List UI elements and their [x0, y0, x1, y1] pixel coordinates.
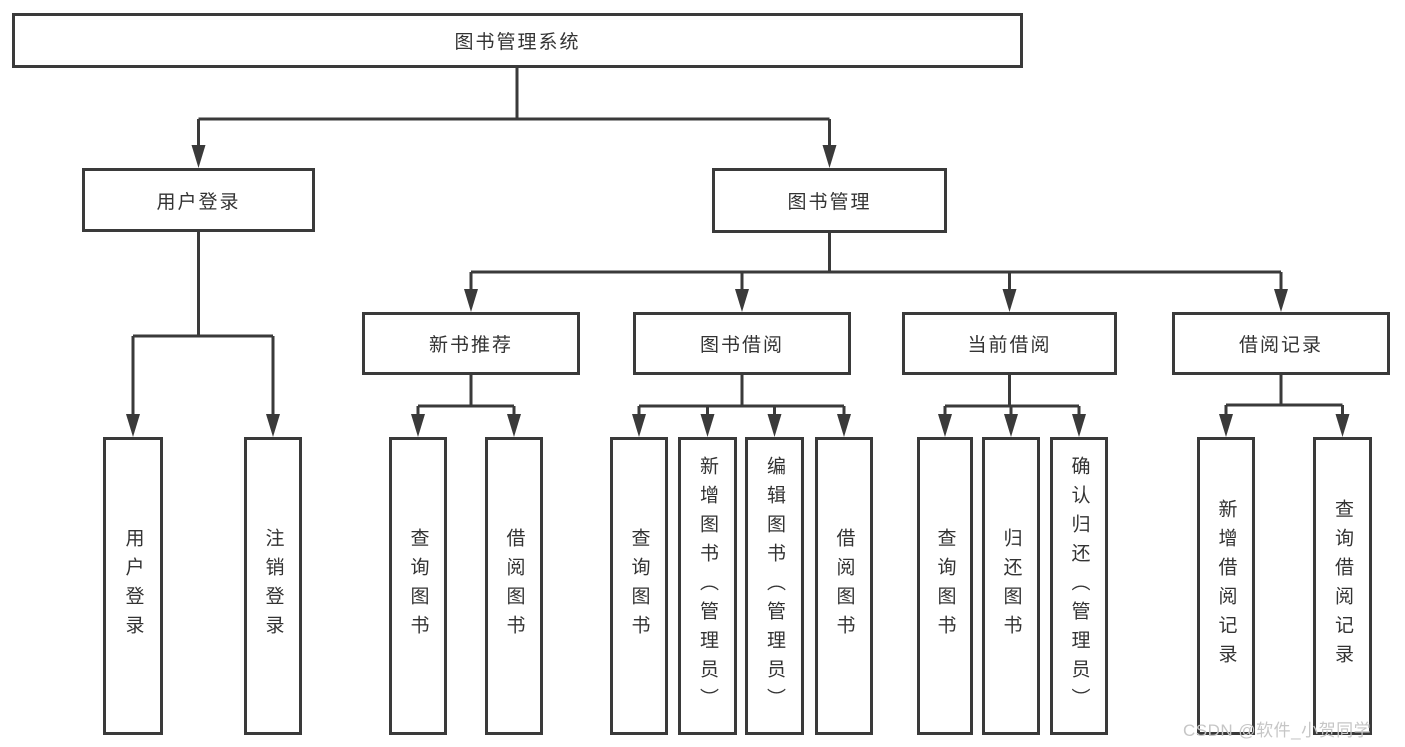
node-borrowing-query-books: 查询图书 — [610, 437, 668, 735]
node-edit-books-admin: 编辑图书（管理员） — [745, 437, 804, 735]
node-add-books-admin: 新增图书（管理员） — [678, 437, 737, 735]
arrow-down-icon — [464, 289, 478, 312]
arrow-down-icon — [507, 414, 521, 437]
arrow-down-icon — [822, 145, 837, 168]
node-library-management-system: 图书管理系统 — [12, 13, 1023, 68]
arrow-down-icon — [191, 145, 206, 168]
node-book-management: 图书管理 — [712, 168, 947, 233]
node-query-borrow-record: 查询借阅记录 — [1313, 437, 1372, 735]
node-borrow-books-leaf: 借阅图书 — [815, 437, 873, 735]
arrow-down-icon — [1002, 289, 1017, 312]
node-borrowing-records: 借阅记录 — [1172, 312, 1390, 375]
arrow-down-icon — [1274, 289, 1288, 312]
node-recommend-borrow-books: 借阅图书 — [485, 437, 543, 735]
node-add-borrow-record: 新增借阅记录 — [1197, 437, 1255, 735]
node-logout: 注销登录 — [244, 437, 302, 735]
arrow-down-icon — [411, 414, 425, 437]
node-user-login: 用户登录 — [82, 168, 315, 232]
node-current-query-books: 查询图书 — [917, 437, 973, 735]
arrow-down-icon — [767, 414, 782, 437]
csdn-watermark: CSDN @软件_小贺同学 — [1183, 721, 1372, 740]
node-new-book-recommend: 新书推荐 — [362, 312, 580, 375]
arrow-down-icon — [1335, 414, 1350, 437]
node-recommend-query-books: 查询图书 — [389, 437, 447, 735]
arrow-down-icon — [700, 414, 715, 437]
node-user-login-leaf: 用户登录 — [103, 437, 163, 735]
arrow-down-icon — [735, 289, 749, 312]
arrow-down-icon — [266, 414, 280, 437]
arrow-down-icon — [126, 414, 140, 437]
arrow-down-icon — [938, 414, 952, 437]
node-return-books: 归还图书 — [982, 437, 1040, 735]
arrow-down-icon — [632, 414, 646, 437]
node-current-borrowing: 当前借阅 — [902, 312, 1117, 375]
node-book-borrowing: 图书借阅 — [633, 312, 851, 375]
node-confirm-return-admin: 确认归还（管理员） — [1050, 437, 1108, 735]
arrow-down-icon — [1219, 414, 1233, 437]
arrow-down-icon — [1004, 414, 1018, 437]
arrow-down-icon — [1072, 414, 1086, 437]
arrow-down-icon — [837, 414, 851, 437]
